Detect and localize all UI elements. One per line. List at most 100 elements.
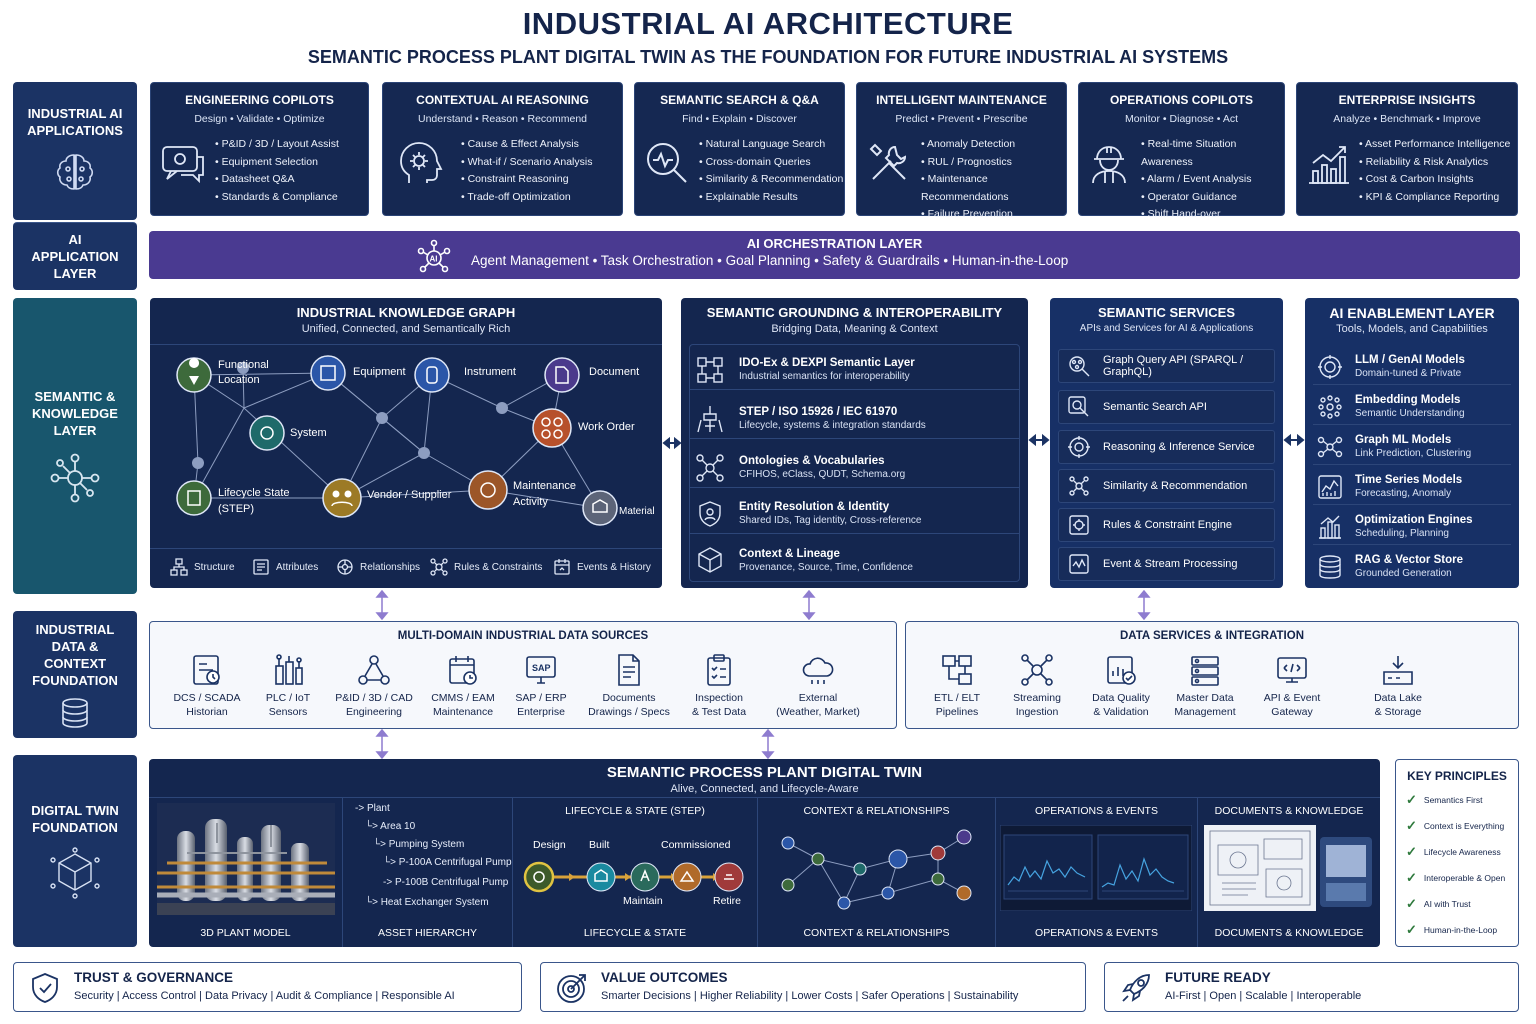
legend-relationships: Relationships [336,558,420,576]
ai-enablement-panel[interactable]: AI ENABLEMENT LAYER Tools, Models, and C… [1305,298,1519,588]
row-subtitle: Industrial semantics for interoperabilit… [739,370,915,383]
app-card-engineering-copilots[interactable]: ENGINEERING COPILOTS Design • Validate •… [150,82,369,216]
twin-operations[interactable]: OPERATIONS & EVENTS OPERATIONS & EVENTS [996,797,1198,947]
vertical-arrow-icon [375,729,389,759]
semantic-grounding-panel[interactable]: SEMANTIC GROUNDING & INTEROPERABILITY Br… [681,298,1028,588]
service-similarity[interactable]: Similarity & Recommendation [1058,469,1275,503]
integration-label: Data Lake [1355,691,1441,705]
column-footer: ASSET HIERARCHY [343,927,512,939]
integration-quality[interactable]: Data Quality& Validation [1078,652,1164,719]
service-event-stream[interactable]: Event & Stream Processing [1058,547,1275,581]
panel-subtitle: Bridging Data, Meaning & Context [681,323,1028,335]
service-label: Rules & Constraint Engine [1103,519,1232,531]
check-icon: ✓ [1406,792,1417,808]
list-item: Standards & Compliance [215,189,339,207]
row-subtitle: Forecasting, Anomaly [1355,487,1462,500]
list-item: Real-time Situation Awareness [1141,136,1284,171]
service-rules[interactable]: Rules & Constraint Engine [1058,508,1275,542]
source-sublabel: Sensors [245,705,331,719]
app-card-subtitle: Analyze • Benchmark • Improve [1297,113,1517,125]
tree-item: -> P-100B Centrifugal Pump [383,877,508,888]
source-inspection[interactable]: Inspection& Test Data [676,652,762,719]
cube-icon [695,545,725,575]
vertical-arrow-icon [802,590,816,620]
list-item: Operator Guidance [1141,189,1284,207]
principle-item: ✓AI with Trust [1406,896,1471,912]
stage-label: Commissioned [661,839,730,851]
rocket-icon [1119,971,1153,1005]
footer-items: AI-First | Open | Scalable | Interoperab… [1165,990,1361,1002]
legend-rules: Rules & Constraints [430,558,542,576]
twin-lifecycle[interactable]: LIFECYCLE & STATE (STEP) Design Built Co… [513,797,758,947]
data-quality-icon [1103,652,1139,688]
twin-3d-plant[interactable]: 3D PLANT MODEL [149,797,343,947]
data-sources-panel[interactable]: MULTI-DOMAIN INDUSTRIAL DATA SOURCES DCS… [149,621,897,729]
integration-label: Data Quality [1078,691,1164,705]
stream-icon [1067,552,1091,576]
legend-label: Rules & Constraints [454,562,542,573]
list-item: Similarity & Recommendation [699,171,843,189]
service-reasoning[interactable]: Reasoning & Inference Service [1058,430,1275,464]
key-principles-panel: KEY PRINCIPLES ✓Semantics First ✓Context… [1395,759,1519,947]
target-icon [555,971,589,1005]
app-card-list: Natural Language Search Cross-domain Que… [699,136,843,206]
footer-title: FUTURE READY [1165,970,1271,985]
tree-item: └> Heat Exchanger System [365,897,489,908]
semantic-services-panel[interactable]: SEMANTIC SERVICES APIs and Services for … [1050,298,1283,588]
source-external[interactable]: External(Weather, Market) [768,652,868,719]
list-item: P&ID / 3D / Layout Assist [215,136,339,154]
row-subtitle: Grounded Generation [1355,567,1463,580]
principle-item: ✓Lifecycle Awareness [1406,844,1501,860]
integration-data-lake[interactable]: Data Lake& Storage [1355,652,1441,719]
vertical-arrow-icon [375,590,389,620]
app-card-operations-copilots[interactable]: OPERATIONS COPILOTS Monitor • Diagnose •… [1078,82,1285,216]
panel-title: KEY PRINCIPLES [1396,769,1518,783]
twin-documents[interactable]: DOCUMENTS & KNOWLEDGE DOCUMENTS & KNOWLE… [1198,797,1380,947]
app-card-contextual-ai-reasoning[interactable]: CONTEXTUAL AI REASONING Understand • Rea… [382,82,623,216]
row-title: RAG & Vector Store [1355,554,1463,567]
panel-subtitle: Tools, Models, and Capabilities [1305,323,1519,335]
network-icon [48,451,102,505]
app-card-list: P&ID / 3D / Layout Assist Equipment Sele… [215,136,339,206]
list-item: Natural Language Search [699,136,843,154]
layer-label-data-text: INDUSTRIAL DATA & CONTEXT FOUNDATION [19,621,131,689]
app-card-intelligent-maintenance[interactable]: INTELLIGENT MAINTENANCE Predict • Preven… [856,82,1067,216]
app-card-subtitle: Predict • Prevent • Prescribe [857,113,1066,125]
orchestration-layer[interactable]: AI ORCHESTRATION LAYER AI Agent Manageme… [149,231,1520,279]
twin-asset-hierarchy[interactable]: -> Plant └> Area 10 └> Pumping System └>… [343,797,513,947]
standards-icon [695,404,725,434]
service-semantic-search[interactable]: Semantic Search API [1058,390,1275,424]
service-graph-query[interactable]: Graph Query API (SPARQL / GraphQL) [1058,349,1275,383]
app-card-semantic-search[interactable]: SEMANTIC SEARCH & Q&A Find • Explain • D… [634,82,845,216]
digital-twin-panel[interactable]: SEMANTIC PROCESS PLANT DIGITAL TWIN Aliv… [149,759,1380,947]
kg-node-instrument: Instrument [464,366,516,378]
column-header: DOCUMENTS & KNOWLEDGE [1198,805,1380,817]
app-card-enterprise-insights[interactable]: ENTERPRISE INSIGHTS Analyze • Benchmark … [1296,82,1518,216]
source-sublabel: Maintenance [420,705,506,719]
twin-context[interactable]: CONTEXT & RELATIONSHIPS CONTEXT & RELATI… [758,797,996,947]
list-item: Maintenance Recommendations [921,171,1066,206]
cube-network-icon [48,846,102,900]
